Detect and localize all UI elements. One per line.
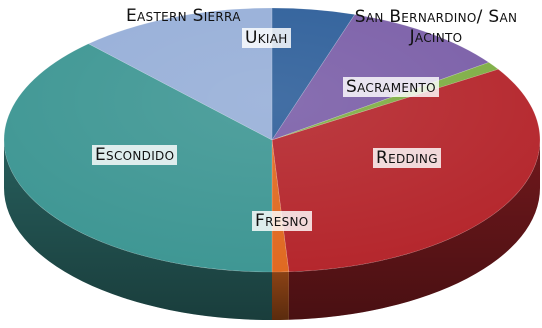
side-shade-fresno <box>272 271 289 320</box>
label-sacramento: Sacramento <box>343 77 439 97</box>
side-shade-escondido <box>4 140 272 320</box>
label-ukiah: Ukiah <box>242 28 291 48</box>
label-san-bernardino: San Bernardino/ San Jacinto <box>354 7 518 47</box>
label-eastern-sierra: Eastern Sierra <box>126 6 241 26</box>
label-fresno: Fresno <box>252 211 312 231</box>
label-escondido: Escondido <box>92 145 178 165</box>
pie-gloss <box>4 8 540 272</box>
label-redding: Redding <box>373 148 441 168</box>
side-shade-redding <box>288 140 540 320</box>
